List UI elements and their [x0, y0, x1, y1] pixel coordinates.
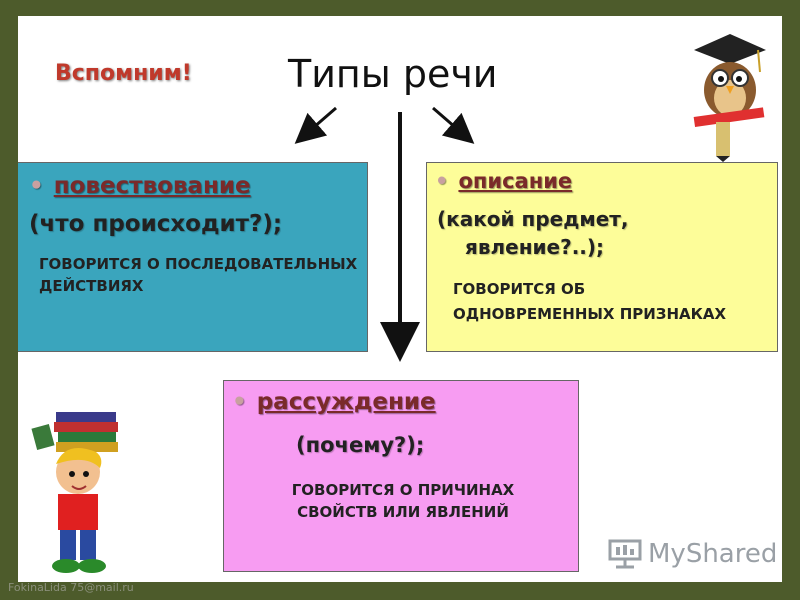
bullet-icon: •: [29, 173, 44, 199]
arrows-layer: [294, 106, 475, 362]
reasoning-note: ГОВОРИТСЯ О ПРИЧИНАХ СВОЙСТВ ИЛИ ЯВЛЕНИЙ: [276, 479, 530, 523]
description-question-line: (какой предмет,: [437, 207, 629, 231]
reasoning-box: • рассуждение (почему?); ГОВОРИТСЯ О ПРИЧ…: [223, 380, 579, 572]
slide: Вспомним! Типы речи • повествование (что …: [18, 16, 782, 582]
description-question-line: явление?..);: [465, 235, 605, 259]
reasoning-name: рассуждение: [256, 389, 436, 415]
bullet-icon: •: [435, 169, 449, 193]
boy-with-books-icon: [31, 412, 118, 573]
description-name: описание: [458, 169, 573, 193]
description-note-line: ГОВОРИТСЯ ОБ: [453, 280, 586, 298]
arrow-down-right-icon: [432, 106, 475, 144]
reasoning-label: • рассуждение: [232, 389, 436, 415]
description-label: • описание: [435, 169, 572, 193]
presentation-logo: MyShared: [608, 536, 777, 572]
narration-name: повествование: [53, 173, 251, 199]
author-watermark: FokinaLida 75@mail.ru: [8, 581, 134, 594]
description-box: • описание (какой предмет, явление?..); Г…: [426, 162, 778, 352]
remember-heading: Вспомним!: [55, 61, 192, 86]
bullet-icon: •: [232, 389, 247, 415]
page-title: Типы речи: [288, 52, 498, 96]
narration-note-line: ГОВОРИТСЯ О ПОСЛЕДОВАТЕЛЬНЫХ: [39, 255, 358, 273]
reasoning-note-line: ГОВОРИТСЯ О ПРИЧИНАХ: [291, 481, 515, 499]
narration-note: ГОВОРИТСЯ О ПОСЛЕДОВАТЕЛЬНЫХ ДЕЙСТВИЯХ: [39, 253, 357, 297]
presentation-logo-icon: [608, 539, 642, 569]
narration-note-line: ДЕЙСТВИЯХ: [39, 277, 144, 295]
description-note: ГОВОРИТСЯ ОБ ОДНОВРЕМЕННЫХ ПРИЗНАКАХ: [453, 277, 726, 327]
description-note-line: ОДНОВРЕМЕННЫХ ПРИЗНАКАХ: [453, 305, 727, 323]
description-question: (какой предмет, явление?..);: [437, 205, 628, 261]
reasoning-question: (почему?);: [296, 433, 425, 457]
logo-text: MyShared: [648, 539, 778, 569]
narration-question: (что происходит?);: [29, 211, 283, 237]
narration-label: • повествование: [29, 173, 251, 199]
reasoning-note-line: СВОЙСТВ ИЛИ ЯВЛЕНИЙ: [297, 503, 509, 521]
narration-box: • повествование (что происходит?); ГОВОРИ…: [18, 162, 368, 352]
owl-graduate-icon: [693, 34, 766, 162]
arrow-down-left-icon: [294, 106, 337, 144]
